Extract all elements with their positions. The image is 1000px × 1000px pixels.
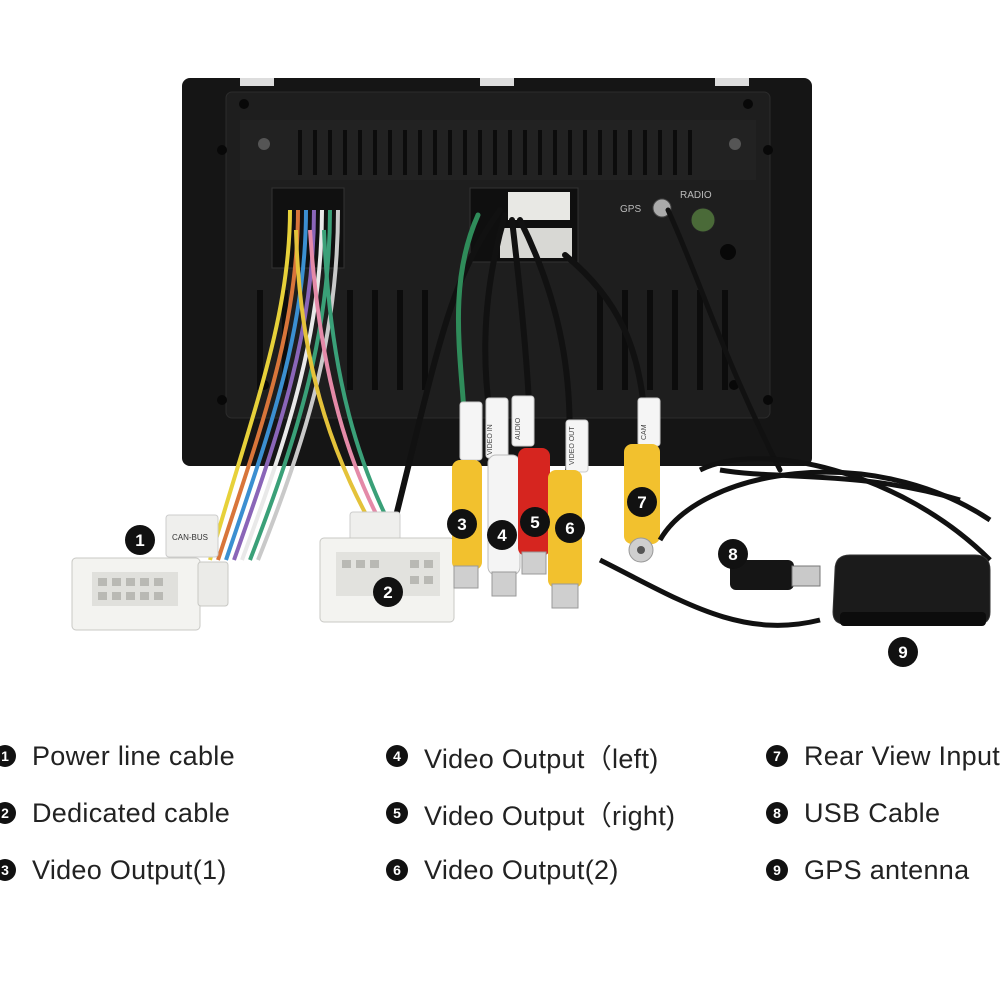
legend-label: Dedicated cable	[32, 797, 231, 828]
svg-text:9: 9	[898, 643, 907, 662]
video-in-label: VIDEO IN	[487, 424, 494, 455]
legend-number: 8	[766, 802, 788, 824]
legend-number: 2	[0, 802, 16, 824]
legend-label: Video Output(2)	[424, 854, 619, 885]
legend-label: GPS antenna	[804, 854, 970, 885]
legend-item-power-line-cable: 1 Power line cable	[0, 738, 235, 774]
legend-number: 5	[386, 802, 408, 824]
callout-6: 6	[555, 513, 585, 543]
rca-plug-video-out-2: VIDEO OUT	[548, 419, 589, 609]
svg-text:6: 6	[565, 519, 574, 538]
callout-4: 4	[487, 520, 517, 550]
svg-text:7: 7	[637, 493, 646, 512]
cam-label: CAM	[641, 424, 648, 440]
legend-label: Video Output(1)	[32, 854, 227, 885]
callout-9: 9	[888, 637, 918, 667]
radio-port-label: RADIO	[680, 190, 712, 201]
callout-1: 1	[125, 525, 155, 555]
legend-item-rear-view-input: 7 Rear View Input	[766, 738, 1000, 774]
legend-item-gps-antenna: 9 GPS antenna	[766, 852, 969, 888]
legend-label: Rear View Input	[804, 740, 1000, 771]
callout-7: 7	[627, 487, 657, 517]
legend-label: USB Cable	[804, 797, 941, 828]
legend-item-dedicated-cable: 2 Dedicated cable	[0, 795, 230, 831]
gps-antenna	[832, 554, 991, 626]
gps-port-label: GPS	[620, 204, 641, 215]
callout-3: 3	[447, 509, 477, 539]
power-tag-label: CAN-BUS	[172, 533, 208, 542]
audio-label: AUDIO	[515, 417, 522, 440]
svg-text:3: 3	[457, 515, 466, 534]
legend-number: 3	[0, 859, 16, 881]
legend-number: 9	[766, 859, 788, 881]
legend-label: Video Output（left)	[424, 743, 659, 774]
power-line-connector: CAN-BUS	[71, 514, 229, 631]
svg-text:8: 8	[728, 545, 737, 564]
video-out-label: VIDEO OUT	[569, 426, 576, 465]
legend-number: 4	[386, 745, 408, 767]
svg-text:4: 4	[497, 526, 507, 545]
usb-cable	[598, 456, 992, 628]
svg-text:5: 5	[530, 513, 539, 532]
svg-text:1: 1	[135, 531, 144, 550]
legend-number: 6	[386, 859, 408, 881]
legend-item-usb-cable: 8 USB Cable	[766, 795, 940, 831]
power-wire-bundle	[208, 209, 400, 561]
legend-label: Video Output（right)	[424, 800, 676, 831]
legend-item-video-output-1: 3 Video Output(1)	[0, 852, 227, 888]
legend-label: Power line cable	[32, 740, 235, 771]
callout-2: 2	[373, 577, 403, 607]
legend-item-video-output-left: 4 Video Output（left)	[386, 738, 659, 774]
product-photo: GPS RADIO CAN-BUS	[71, 78, 992, 667]
legend-item-video-output-right: 5 Video Output（right)	[386, 795, 675, 831]
legend-item-video-output-2: 6 Video Output(2)	[386, 852, 619, 888]
callout-5: 5	[520, 507, 550, 537]
callout-8: 8	[718, 539, 748, 569]
legend-number: 1	[0, 745, 16, 767]
svg-text:2: 2	[383, 583, 392, 602]
legend-number: 7	[766, 745, 788, 767]
